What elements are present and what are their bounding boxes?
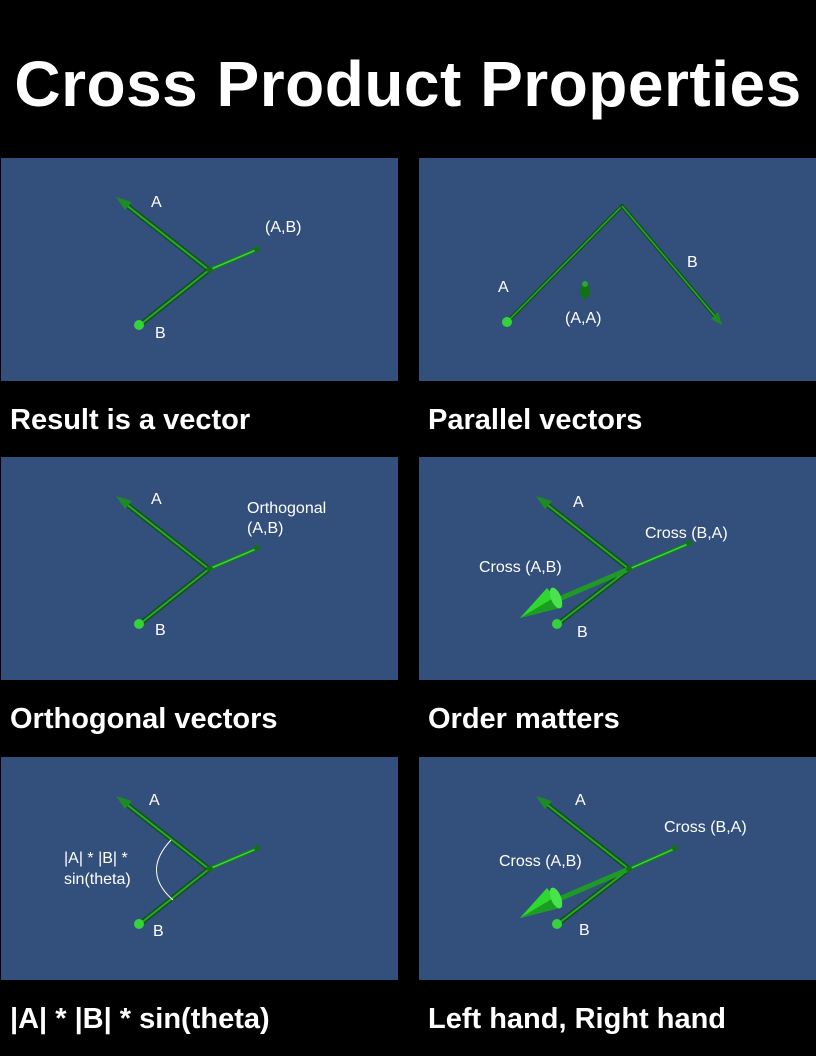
- panel-result-is-vector: A (A,B) B: [1, 158, 398, 381]
- label-a: A: [498, 279, 509, 296]
- vector-diagram: [116, 796, 260, 929]
- label-b: B: [155, 622, 166, 639]
- vector-a: [116, 796, 212, 872]
- label-b: B: [577, 624, 588, 641]
- vector-cross-zero: [580, 281, 590, 299]
- vector-cross-ab-cone: [520, 866, 632, 918]
- caption-magnitude: |A| * |B| * sin(theta): [10, 1003, 270, 1035]
- label-a: A: [151, 491, 162, 508]
- vector-b: [620, 204, 722, 325]
- label-cross: (A,A): [565, 310, 602, 327]
- vector-cross-ba: [627, 540, 692, 571]
- vector-b: [134, 267, 212, 330]
- angle-arc: [156, 839, 174, 901]
- label-cross: Orthogonal (A,B): [247, 500, 327, 537]
- vector-a: [536, 796, 632, 872]
- label-cross-ba: Cross (B,A): [664, 819, 747, 836]
- label-a: A: [575, 792, 586, 809]
- panel-magnitude: A |A| * |B| * sin(theta) B: [1, 757, 398, 980]
- panel-parallel-vectors: A B (A,A): [419, 158, 816, 381]
- label-cross-ab: Cross (A,B): [499, 853, 582, 870]
- caption-result-is-vector: Result is a vector: [10, 404, 251, 436]
- label-a: A: [149, 792, 160, 809]
- label-b: B: [579, 922, 590, 939]
- label-cross-ab: Cross (A,B): [479, 559, 562, 576]
- label-a: A: [151, 194, 162, 211]
- panel-orthogonal-vectors: A Orthogonal (A,B) B: [1, 457, 398, 680]
- vector-b: [134, 566, 212, 629]
- vector-cross-ba: [627, 845, 678, 871]
- label-cross: (A,B): [265, 219, 302, 236]
- vector-a: [116, 197, 212, 273]
- caption-orthogonal-vectors: Orthogonal vectors: [10, 703, 278, 735]
- vector-diagram: [116, 197, 260, 330]
- caption-order-matters: Order matters: [428, 703, 620, 735]
- vector-b: [134, 866, 212, 929]
- panel-left-right-hand: A Cross (B,A) Cross (A,B) B: [419, 757, 816, 980]
- caption-parallel-vectors: Parallel vectors: [428, 404, 643, 436]
- vector-diagram: [520, 796, 678, 929]
- vector-diagram: [502, 204, 722, 327]
- panel-order-matters: A Cross (B,A) Cross (A,B) B: [419, 457, 816, 680]
- label-b: B: [155, 325, 166, 342]
- vector-cross-ab-cone: [520, 566, 632, 618]
- label-b: B: [153, 923, 164, 940]
- vector-cross: [207, 545, 260, 572]
- label-cross-ba: Cross (B,A): [645, 525, 728, 542]
- vector-cross: [207, 845, 260, 872]
- page-title: Cross Product Properties: [14, 48, 802, 120]
- label-a: A: [573, 494, 584, 511]
- vector-b: [552, 566, 632, 629]
- caption-left-right-hand: Left hand, Right hand: [428, 1003, 727, 1035]
- vector-cross: [207, 246, 260, 273]
- vector-a: [536, 496, 632, 572]
- vector-a: [502, 204, 624, 327]
- vector-b: [552, 866, 632, 929]
- vector-diagram: [116, 496, 260, 629]
- vector-a: [116, 496, 212, 572]
- vector-diagram: [520, 496, 692, 629]
- label-formula: |A| * |B| * sin(theta): [64, 850, 131, 888]
- label-b: B: [687, 254, 698, 271]
